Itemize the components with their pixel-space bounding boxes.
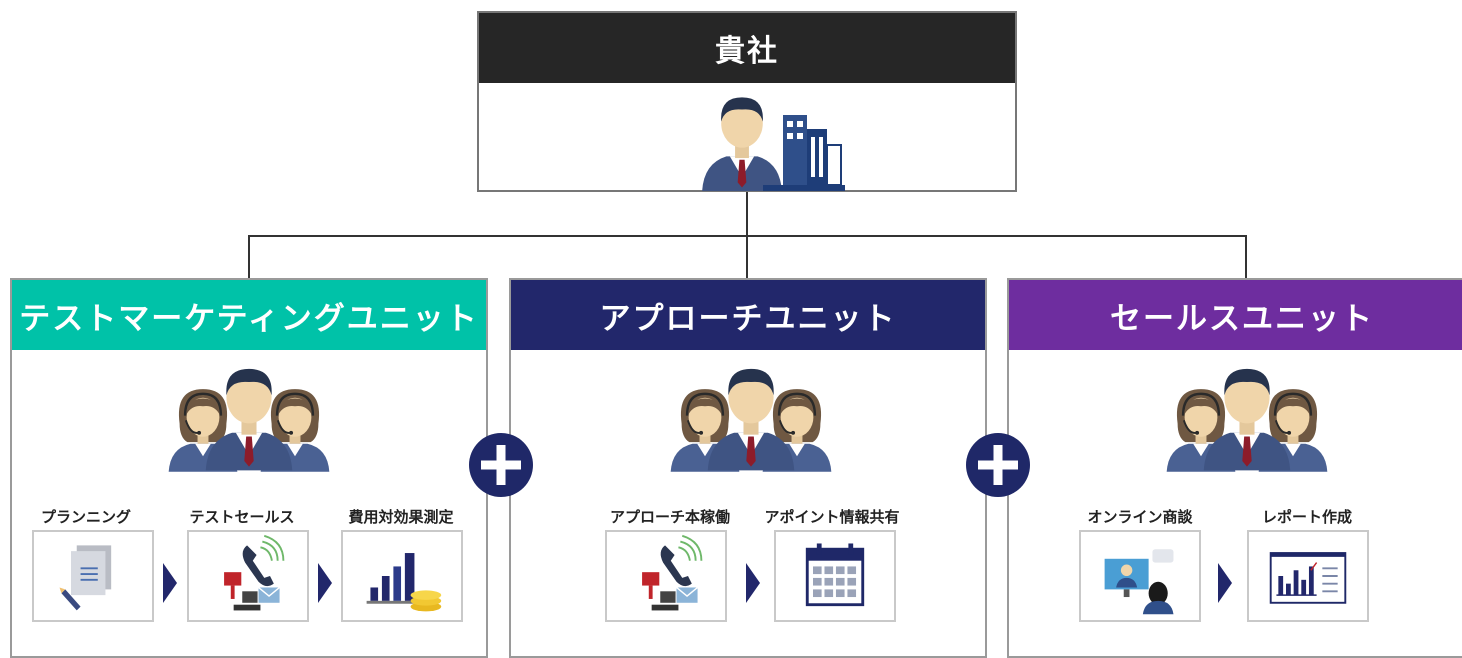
businessman-building-icon	[697, 87, 845, 191]
video-meeting-icon	[1079, 530, 1201, 622]
arrow-right-icon	[746, 563, 760, 603]
phone-mail-icon	[605, 530, 727, 622]
bar-chart-coins-icon	[341, 530, 463, 622]
approach-unit-panel: アプローチユニット アプローチ本稼働 アポイント情報共有	[509, 278, 987, 658]
phone-mail-icon	[187, 530, 309, 622]
step-label: オンライン商談	[1087, 508, 1193, 526]
document-pen-icon	[32, 530, 154, 622]
connector-left	[248, 235, 250, 278]
building-icon	[763, 115, 845, 191]
step-label: アプローチ本稼働	[609, 508, 730, 526]
team-icon	[164, 356, 334, 472]
team-icon	[666, 356, 836, 472]
report-chart-icon	[1247, 530, 1369, 622]
sales-unit-panel: セールスユニット オンライン商談 レポート作成	[1007, 278, 1462, 658]
company-title: 貴社	[479, 13, 1015, 83]
unit-title: アプローチユニット	[511, 280, 985, 350]
plus-icon	[469, 433, 533, 497]
team-icon	[1162, 356, 1332, 472]
arrow-right-icon	[163, 563, 177, 603]
connector-vertical-top	[746, 192, 748, 236]
plus-icon	[966, 433, 1030, 497]
step-label: レポート作成	[1261, 508, 1352, 526]
step-label: 費用対効果測定	[348, 508, 454, 526]
company-box: 貴社	[477, 11, 1017, 192]
arrow-right-icon	[318, 563, 332, 603]
connector-right	[1245, 235, 1247, 278]
test-marketing-unit-panel: テストマーケティングユニット プランニング テストセールス 費用対効果測定	[10, 278, 488, 658]
arrow-right-icon	[1218, 563, 1232, 603]
unit-title: セールスユニット	[1009, 280, 1462, 350]
step-label: テストセールス	[189, 508, 295, 526]
step-label: アポイント情報共有	[764, 508, 900, 526]
step-label: プランニング	[40, 508, 131, 526]
calendar-icon	[774, 530, 896, 622]
unit-title: テストマーケティングユニット	[12, 280, 486, 350]
connector-center	[746, 235, 748, 278]
